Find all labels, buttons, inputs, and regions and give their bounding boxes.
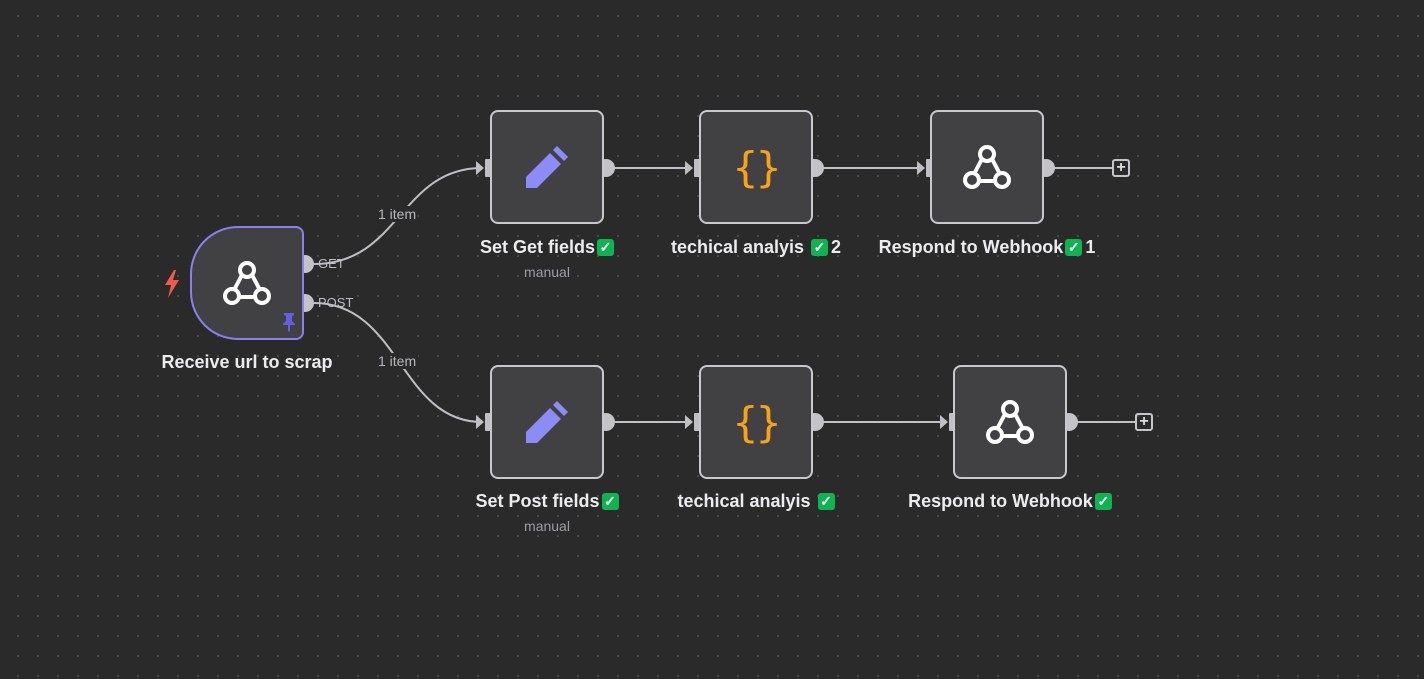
success-check-icon: ✓ bbox=[601, 492, 619, 510]
node-subtitle: manual bbox=[524, 518, 570, 534]
node-title: techical analyis ✓2 bbox=[670, 236, 842, 257]
add-node-button[interactable]: + bbox=[1135, 413, 1153, 431]
node-title: techical analyis ✓ bbox=[646, 490, 866, 512]
run-count: 2 bbox=[831, 236, 842, 257]
output-label-get: GET bbox=[318, 256, 345, 271]
edge-item-count-get: 1 item bbox=[376, 206, 419, 222]
arrowhead bbox=[940, 415, 948, 429]
add-node-button[interactable]: + bbox=[1112, 159, 1130, 177]
webhook-icon bbox=[963, 145, 1011, 189]
output-label-post: POST bbox=[318, 295, 354, 310]
trigger-bolt-icon bbox=[165, 270, 179, 298]
run-count: 1 bbox=[1085, 236, 1096, 257]
pencil-icon bbox=[526, 146, 568, 188]
node-title: Receive url to scrap bbox=[161, 351, 333, 372]
arrowhead bbox=[476, 161, 484, 175]
arrowhead bbox=[917, 161, 925, 175]
node-code-analysis-top[interactable]: {} bbox=[699, 110, 813, 224]
pin-icon[interactable] bbox=[281, 312, 297, 332]
code-braces-icon: {} bbox=[732, 397, 782, 447]
arrowhead bbox=[476, 415, 484, 429]
node-title: Set Post fields✓ bbox=[437, 490, 657, 512]
pencil-icon bbox=[526, 401, 568, 443]
success-check-icon: ✓ bbox=[811, 238, 829, 256]
node-respond-webhook-top[interactable] bbox=[930, 110, 1044, 224]
node-title: Set Get fields✓ bbox=[437, 236, 657, 258]
node-receive-url[interactable] bbox=[190, 226, 304, 340]
node-respond-webhook-bottom[interactable] bbox=[953, 365, 1067, 479]
node-code-analysis-bottom[interactable]: {} bbox=[699, 365, 813, 479]
webhook-icon bbox=[986, 400, 1034, 444]
node-subtitle: manual bbox=[524, 264, 570, 280]
node-title: Respond to Webhook✓1 bbox=[878, 236, 1096, 257]
webhook-icon bbox=[223, 261, 271, 305]
node-set-post-fields[interactable] bbox=[490, 365, 604, 479]
success-check-icon: ✓ bbox=[1065, 238, 1083, 256]
node-set-get-fields[interactable] bbox=[490, 110, 604, 224]
edge-item-count-post: 1 item bbox=[376, 353, 419, 369]
success-check-icon: ✓ bbox=[597, 238, 615, 256]
success-check-icon: ✓ bbox=[1094, 492, 1112, 510]
arrowhead bbox=[685, 415, 693, 429]
arrowhead bbox=[685, 161, 693, 175]
success-check-icon: ✓ bbox=[817, 492, 835, 510]
code-braces-icon: {} bbox=[732, 142, 782, 192]
node-title: Respond to Webhook✓ bbox=[900, 490, 1120, 512]
